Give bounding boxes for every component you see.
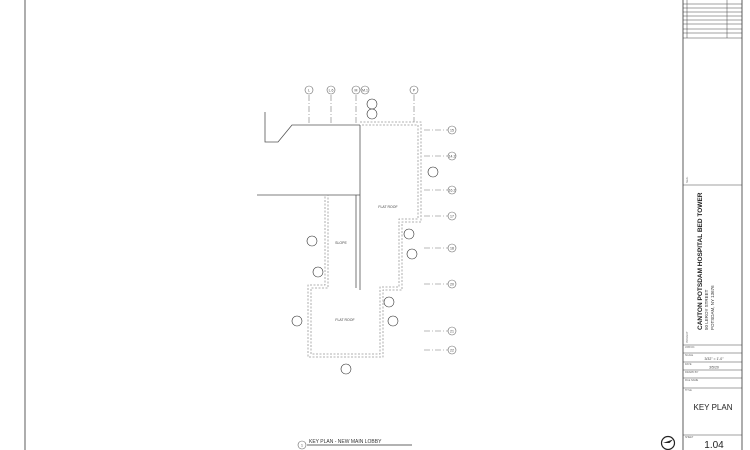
room-label: FLAT ROOF bbox=[335, 318, 354, 322]
sheet-number: 1.04 bbox=[704, 440, 724, 450]
scale-label: SCALE bbox=[685, 354, 694, 357]
view-number: 1 bbox=[301, 444, 303, 448]
project-name: CANTON POTSDAM HOSPITAL BED TOWER bbox=[697, 192, 704, 330]
grid-lines-right: 15 14.2 16.2 17 18 20 21 22 bbox=[424, 125, 457, 355]
grid-bubble: P bbox=[413, 89, 416, 93]
sheet-title: KEY PLAN bbox=[694, 403, 733, 412]
project-address-line2: POTSDAM, NY 13676 bbox=[710, 285, 715, 330]
title-label: TITLE bbox=[685, 389, 692, 392]
grid-bubble: 20 bbox=[450, 283, 454, 287]
file-name-label: FILE NAME bbox=[685, 379, 699, 382]
date-label: DATE bbox=[685, 363, 692, 366]
date-value: 3/5/20 bbox=[709, 366, 719, 370]
grid-bubble: 21 bbox=[450, 330, 454, 334]
north-arrow-icon bbox=[660, 435, 676, 450]
grid-bubble: L bbox=[308, 89, 310, 93]
view-title-text: KEY PLAN - NEW MAIN LOBBY bbox=[309, 439, 382, 445]
floor-plan: FLAT ROOF SLOPE FLAT ROOF bbox=[257, 112, 422, 358]
elevation-markers bbox=[291, 98, 439, 375]
title-block: SEAL PROJECT CANTON POTSDAM HOSPITAL BED… bbox=[660, 0, 743, 450]
drawn-by-label: DRAWN BY bbox=[685, 371, 699, 374]
scale-value: 3/32" = 1'-0" bbox=[704, 357, 724, 361]
project-address-line1: 50 LEROY STREET bbox=[704, 289, 709, 330]
grid-bubble: 17 bbox=[450, 215, 454, 219]
job-no-label: JOB NO. bbox=[685, 346, 695, 349]
grid-bubble: M bbox=[355, 89, 358, 93]
grid-lines-top: L L.6 M M.1 P bbox=[304, 85, 419, 125]
view-title: 1 KEY PLAN - NEW MAIN LOBBY bbox=[297, 439, 412, 450]
grid-bubble: L.6 bbox=[329, 89, 334, 93]
room-label: FLAT ROOF bbox=[378, 205, 397, 209]
grid-bubble: 14.2 bbox=[449, 155, 456, 159]
grid-bubble: 22 bbox=[450, 349, 454, 353]
project-label: PROJECT bbox=[686, 331, 689, 343]
grid-bubble: 18 bbox=[450, 247, 454, 251]
grid-bubble: 15 bbox=[450, 129, 454, 133]
sheet-label: SHEET bbox=[685, 436, 694, 439]
grid-bubble: 16.2 bbox=[449, 189, 456, 193]
room-label: SLOPE bbox=[335, 241, 347, 245]
seal-label: SEAL bbox=[686, 176, 689, 183]
grid-bubble: M.1 bbox=[362, 89, 368, 93]
